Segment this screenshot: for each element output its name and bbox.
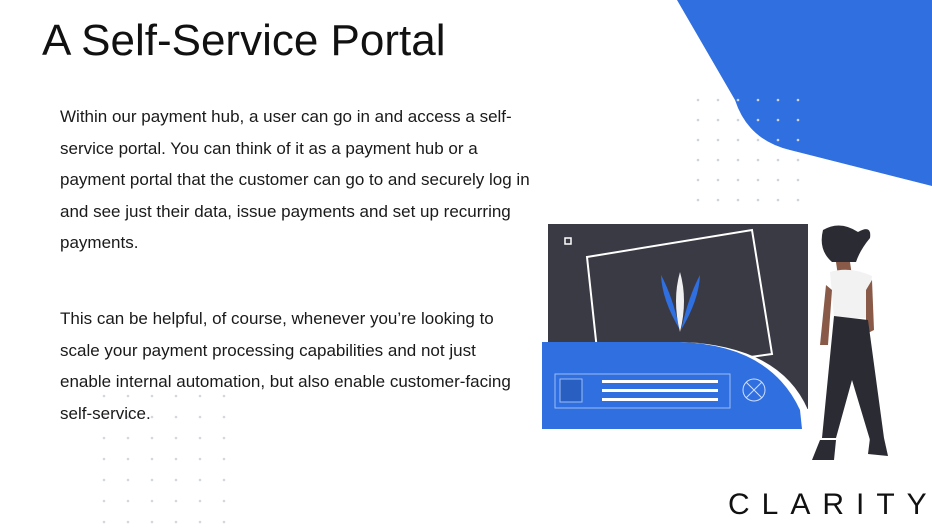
dot	[222, 394, 226, 398]
dot	[716, 178, 720, 182]
dot	[776, 178, 780, 182]
dot	[796, 178, 800, 182]
dot-grid-left	[102, 394, 226, 524]
dot	[796, 98, 800, 102]
dot	[696, 178, 700, 182]
dot	[696, 198, 700, 202]
dot	[222, 457, 226, 461]
dot	[756, 178, 760, 182]
dot	[796, 198, 800, 202]
dot	[696, 118, 700, 122]
dot	[736, 198, 740, 202]
dot	[776, 138, 780, 142]
dot	[756, 158, 760, 162]
dot-grid-right	[696, 98, 800, 202]
dot	[198, 478, 202, 482]
dot	[736, 98, 740, 102]
dot	[776, 98, 780, 102]
dot	[222, 415, 226, 419]
dot	[198, 415, 202, 419]
dot	[174, 457, 178, 461]
blue-corner-shape	[677, 0, 932, 186]
dot	[126, 478, 130, 482]
dot	[150, 436, 154, 440]
dot	[126, 415, 130, 419]
dot	[796, 118, 800, 122]
dot	[198, 394, 202, 398]
dot	[102, 436, 106, 440]
dot	[736, 138, 740, 142]
portal-illustration	[542, 224, 808, 430]
dot	[716, 118, 720, 122]
dot	[126, 436, 130, 440]
dot	[174, 499, 178, 503]
dot	[198, 457, 202, 461]
dot	[716, 98, 720, 102]
dot	[102, 415, 106, 419]
dot	[102, 499, 106, 503]
dot	[776, 198, 780, 202]
dot	[776, 158, 780, 162]
dot	[756, 198, 760, 202]
dot	[696, 158, 700, 162]
dot	[756, 138, 760, 142]
dot	[150, 415, 154, 419]
dot	[756, 118, 760, 122]
dot	[126, 499, 130, 503]
dot	[150, 520, 154, 524]
dot	[126, 520, 130, 524]
dot	[696, 98, 700, 102]
dot	[150, 457, 154, 461]
dot	[222, 520, 226, 524]
leaf-logo-icon	[661, 272, 700, 332]
dot	[222, 478, 226, 482]
dot	[174, 415, 178, 419]
dot	[150, 478, 154, 482]
dot	[776, 118, 780, 122]
dot	[102, 394, 106, 398]
dot	[716, 138, 720, 142]
body-paragraph-2: This can be helpful, of course, whenever…	[60, 309, 511, 423]
dot	[736, 118, 740, 122]
dot	[756, 98, 760, 102]
dot	[150, 499, 154, 503]
dot	[126, 457, 130, 461]
dot	[174, 394, 178, 398]
dot	[222, 499, 226, 503]
dot	[716, 158, 720, 162]
dot	[198, 520, 202, 524]
dot	[126, 394, 130, 398]
dot	[796, 138, 800, 142]
dot	[736, 158, 740, 162]
dot	[102, 478, 106, 482]
dot	[102, 457, 106, 461]
dot	[716, 198, 720, 202]
dot	[150, 394, 154, 398]
clarity-logo: CLARITY	[728, 488, 932, 521]
dot	[102, 520, 106, 524]
dot	[222, 436, 226, 440]
dot	[796, 158, 800, 162]
woman-figure	[812, 225, 888, 460]
dot	[174, 520, 178, 524]
dot	[198, 436, 202, 440]
dot	[736, 178, 740, 182]
slide-title: A Self-Service Portal	[42, 16, 446, 65]
dot	[174, 436, 178, 440]
body-paragraph-1: Within our payment hub, a user can go in…	[60, 107, 530, 252]
dot	[198, 499, 202, 503]
dot	[696, 138, 700, 142]
dot	[174, 478, 178, 482]
